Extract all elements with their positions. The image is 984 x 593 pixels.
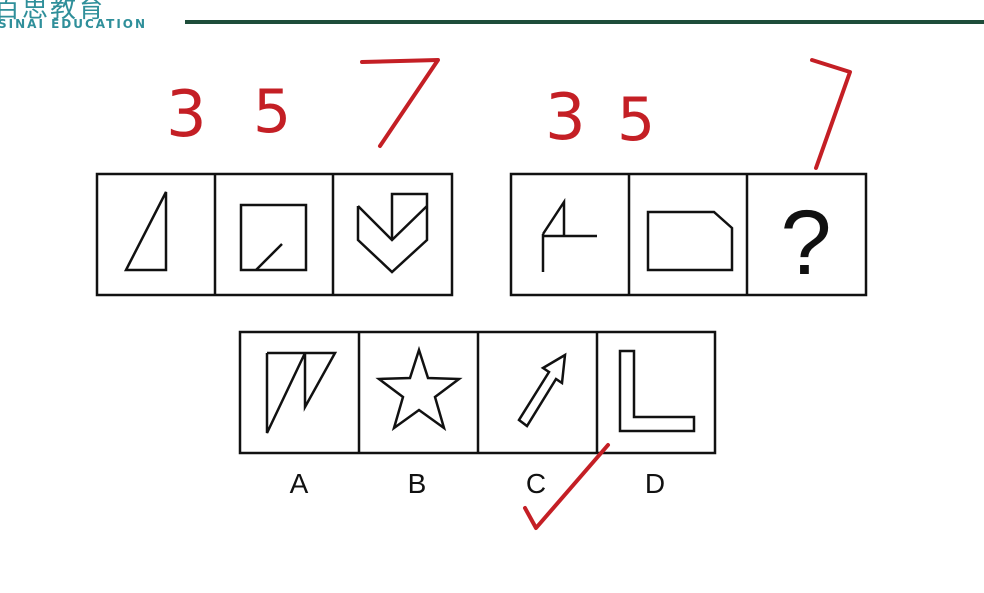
- logo: 百思教育 SINAI EDUCATION: [0, 0, 160, 36]
- option-b-star[interactable]: [375, 345, 463, 432]
- annotation-count-5-b: 5: [617, 85, 655, 155]
- question-group-1: [95, 172, 454, 297]
- annotation-count-7-a-mark: [360, 58, 440, 148]
- option-c-arrow[interactable]: [517, 352, 567, 428]
- group-1-frame: [95, 172, 454, 297]
- figure-chevron: [356, 192, 429, 274]
- option-b-label[interactable]: B: [407, 468, 427, 499]
- annotation-count-3-a: 3: [166, 78, 207, 152]
- figure-clipped-rectangle: [646, 210, 734, 272]
- option-a-figure[interactable]: [265, 351, 338, 434]
- annotation-count-7-b-mark: [810, 58, 852, 170]
- options-panel: [238, 330, 717, 455]
- header-rule: [185, 20, 984, 24]
- question-group-2: [509, 172, 868, 297]
- option-d-label[interactable]: D: [644, 468, 666, 499]
- figure-square-with-line: [239, 203, 308, 272]
- annotation-count-5-a: 5: [253, 77, 291, 147]
- option-c-label[interactable]: C: [525, 468, 547, 499]
- question-mark: ?: [780, 192, 831, 294]
- option-a-label[interactable]: A: [289, 468, 309, 499]
- figure-triangle: [123, 191, 168, 272]
- logo-english-text: SINAI EDUCATION: [0, 17, 148, 31]
- annotation-count-3-b: 3: [545, 81, 586, 155]
- answer-checkmark: [523, 443, 610, 530]
- option-d-l-shape[interactable]: [618, 349, 696, 433]
- figure-flag: [541, 197, 597, 272]
- handwritten-annotations: 3 5 3 5: [166, 58, 852, 530]
- logo-chinese-text: 百思教育: [0, 0, 107, 24]
- group-2-frame: [509, 172, 868, 297]
